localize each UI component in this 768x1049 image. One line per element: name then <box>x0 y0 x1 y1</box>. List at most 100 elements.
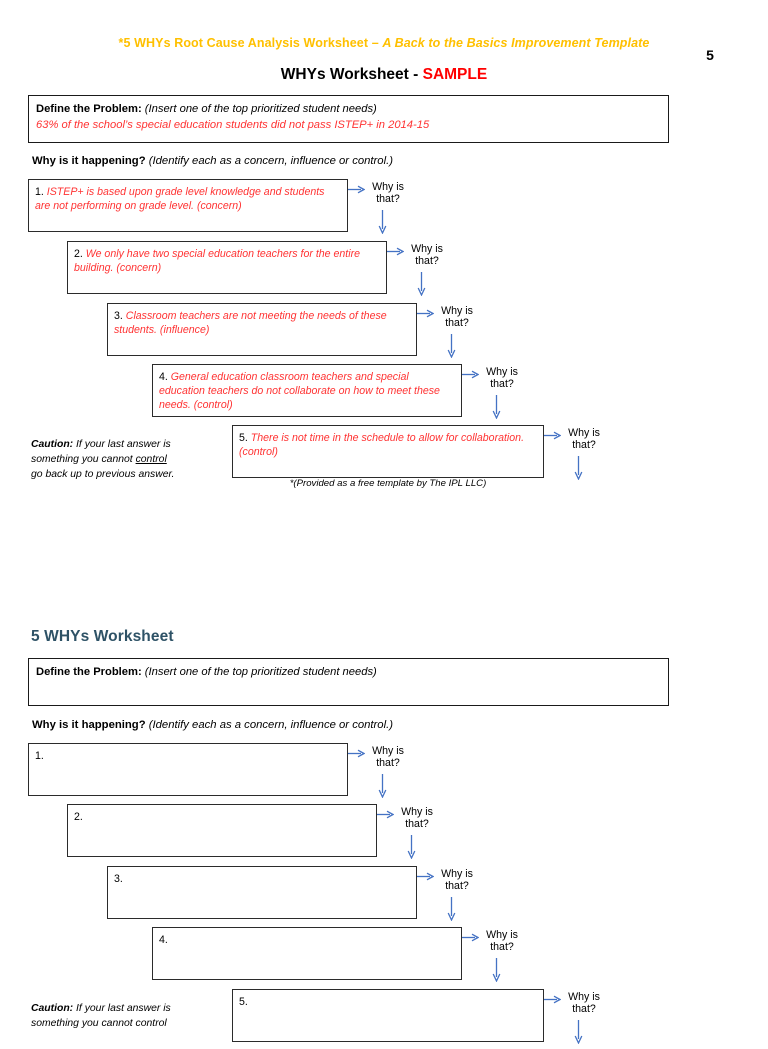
subtitle-sample-badge: SAMPLE <box>422 66 488 83</box>
sample-why-text-4: General education classroom teachers and… <box>159 371 440 412</box>
sample-why-number-1: 1. <box>35 186 44 198</box>
arrow-down-icon <box>574 456 583 481</box>
sample-why-number-4: 4. <box>159 371 168 383</box>
sample-why-text-1: ISTEP+ is based upon grade level knowled… <box>35 186 325 213</box>
sample-arrow-group-5: Why is that? <box>544 427 649 485</box>
arrow-right-icon <box>348 749 365 758</box>
blank-why-label-1: Why is that? <box>372 745 404 770</box>
sample-arrow-group-3: Why is that? <box>417 305 522 363</box>
sample-why-text-5: There is not time in the schedule to all… <box>239 432 525 459</box>
blank-why-number-1: 1. <box>35 750 44 762</box>
sample-why-text-3: Classroom teachers are not meeting the n… <box>114 310 387 337</box>
blank-why-box-1[interactable]: 1. <box>28 743 348 796</box>
arrow-down-icon <box>492 958 501 983</box>
sample-problem-hint: (Insert one of the top prioritized stude… <box>141 103 377 115</box>
sample-caution-note: Caution: If your last answer is somethin… <box>31 437 221 482</box>
arrow-down-icon <box>447 897 456 922</box>
blank-problem-label: Define the Problem: (Insert one of the t… <box>36 665 661 680</box>
blank-why-number-3: 3. <box>114 873 123 885</box>
sample-why-question-bold: Why is it happening? <box>32 155 146 167</box>
blank-why-box-2[interactable]: 2. <box>67 804 377 857</box>
blank-why-question: Why is it happening? (Identify each as a… <box>32 719 393 731</box>
sample-caution-bold: Caution: <box>31 439 74 450</box>
blank-caution-text-1: If your last answer is <box>73 1003 171 1014</box>
arrow-down-icon <box>407 835 416 860</box>
sample-why-box-4[interactable]: 4. General education classroom teachers … <box>152 364 462 417</box>
sample-why-number-5: 5. <box>239 432 248 444</box>
sample-define-problem-box[interactable]: Define the Problem: (Insert one of the t… <box>28 95 669 143</box>
sample-why-number-3: 3. <box>114 310 123 322</box>
blank-caution-note: Caution: If your last answer is somethin… <box>31 1001 221 1031</box>
arrow-down-icon <box>492 395 501 420</box>
header-title: *5 WHYs Root Cause Analysis Worksheet – … <box>119 36 650 50</box>
blank-why-question-italic: (Identify each as a concern, influence o… <box>145 719 394 731</box>
sample-why-box-3[interactable]: 3. Classroom teachers are not meeting th… <box>107 303 417 356</box>
arrow-down-icon <box>378 210 387 235</box>
arrow-down-icon <box>417 272 426 297</box>
sample-why-label-1: Why is that? <box>372 181 404 206</box>
sample-credit-note: *(Provided as a free template by The IPL… <box>289 478 487 489</box>
arrow-right-icon <box>348 185 365 194</box>
arrow-down-icon <box>378 774 387 799</box>
arrow-right-icon <box>544 995 561 1004</box>
arrow-right-icon <box>417 309 434 318</box>
document-header: *5 WHYs Root Cause Analysis Worksheet – … <box>0 34 768 52</box>
arrow-down-icon <box>447 334 456 359</box>
blank-why-label-2: Why is that? <box>401 806 433 831</box>
sample-why-question-italic: (Identify each as a concern, influence o… <box>145 155 394 167</box>
blank-problem-hint: (Insert one of the top prioritized stude… <box>141 666 377 678</box>
page-number: 5 <box>706 47 714 63</box>
arrow-right-icon <box>462 370 479 379</box>
sample-problem-label: Define the Problem: (Insert one of the t… <box>36 102 661 117</box>
sample-arrow-group-2: Why is that? <box>387 243 492 301</box>
arrow-right-icon <box>387 247 404 256</box>
sample-why-label-5: Why is that? <box>568 427 600 452</box>
blank-why-number-2: 2. <box>74 811 83 823</box>
sample-why-number-2: 2. <box>74 248 83 260</box>
header-title-bold: *5 WHYs Root Cause Analysis Worksheet – <box>118 36 383 50</box>
blank-why-label-4: Why is that? <box>486 929 518 954</box>
blank-arrow-group-4: Why is that? <box>462 929 567 987</box>
blank-caution-line-1: Caution: If your last answer is <box>31 1001 221 1016</box>
sample-why-box-2[interactable]: 2. We only have two special education te… <box>67 241 387 294</box>
blank-problem-label-text: Define the Problem: <box>36 666 142 678</box>
sample-arrow-group-1: Why is that? <box>348 181 453 239</box>
sample-why-question: Why is it happening? (Identify each as a… <box>32 155 393 167</box>
blank-caution-bold: Caution: <box>31 1003 74 1014</box>
arrow-right-icon <box>462 933 479 942</box>
sample-why-box-1[interactable]: 1. ISTEP+ is based upon grade level know… <box>28 179 348 232</box>
document-page: *5 WHYs Root Cause Analysis Worksheet – … <box>0 34 768 1045</box>
sample-caution-text-2: something you cannot <box>31 454 136 466</box>
sample-problem-answer: 63% of the school’s special education st… <box>36 119 430 132</box>
arrow-right-icon <box>377 810 394 819</box>
subtitle-main: WHYs Worksheet - <box>280 66 423 83</box>
blank-arrow-group-2: Why is that? <box>377 806 482 864</box>
sample-why-label-3: Why is that? <box>441 305 473 330</box>
blank-why-number-4: 4. <box>159 934 168 946</box>
blank-why-box-3[interactable]: 3. <box>107 866 417 919</box>
blank-arrow-group-3: Why is that? <box>417 868 522 926</box>
sample-caution-line-3: go back up to previous answer. <box>31 469 175 481</box>
worksheet-subtitle: WHYs Worksheet - SAMPLE <box>0 66 768 84</box>
blank-define-problem-box[interactable]: Define the Problem: (Insert one of the t… <box>28 658 669 706</box>
arrow-right-icon <box>544 431 561 440</box>
sample-why-text-2: We only have two special education teach… <box>74 248 361 275</box>
blank-why-label-5: Why is that? <box>568 991 600 1016</box>
blank-why-box-5[interactable]: 5. <box>232 989 544 1042</box>
sample-why-box-5[interactable]: 5. There is not time in the schedule to … <box>232 425 544 478</box>
arrow-right-icon <box>417 872 434 881</box>
sample-caution-text-1: If your last answer is <box>73 439 171 450</box>
sample-arrow-group-4: Why is that? <box>462 366 567 424</box>
sample-caution-line-2: something you cannot control <box>31 452 221 467</box>
sample-caution-line-1: Caution: If your last answer is <box>31 437 221 452</box>
sample-why-label-4: Why is that? <box>486 366 518 391</box>
blank-why-box-4[interactable]: 4. <box>152 927 462 980</box>
header-title-italic: A Back to the Basics Improvement Templat… <box>382 36 650 50</box>
blank-why-number-5: 5. <box>239 996 248 1008</box>
blank-worksheet-heading: 5 WHYs Worksheet <box>31 628 174 645</box>
sample-problem-label-text: Define the Problem: <box>36 103 142 115</box>
blank-arrow-group-5: Why is that? <box>544 991 649 1049</box>
blank-why-question-bold: Why is it happening? <box>32 719 146 731</box>
sample-caution-underline: control <box>135 454 167 466</box>
sample-why-label-2: Why is that? <box>411 243 443 268</box>
